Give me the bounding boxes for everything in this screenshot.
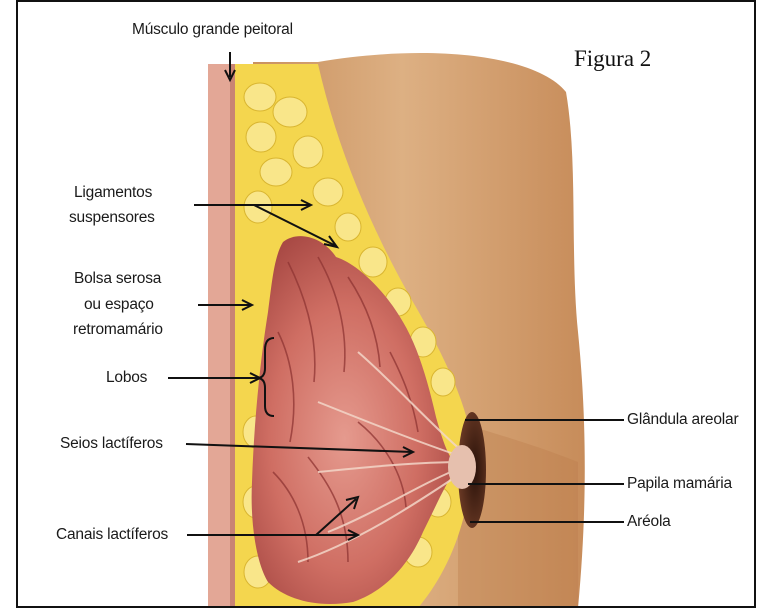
pectoral-muscle bbox=[208, 64, 232, 608]
nipple-shape bbox=[448, 445, 476, 489]
label-ligamentos-line1: Ligamentos bbox=[74, 183, 152, 203]
label-bolsa-line1: Bolsa serosa bbox=[74, 269, 161, 289]
label-glandula-areolar: Glândula areolar bbox=[627, 410, 738, 430]
label-lobos: Lobos bbox=[106, 368, 147, 388]
label-bolsa-line3: retromamário bbox=[73, 320, 163, 340]
label-areola: Aréola bbox=[627, 512, 671, 532]
label-bolsa-line2: ou espaço bbox=[84, 295, 154, 315]
label-canais-lactiferos: Canais lactíferos bbox=[56, 525, 168, 545]
label-ligamentos-line2: suspensores bbox=[69, 208, 155, 228]
label-seios-lactiferos: Seios lactíferos bbox=[60, 434, 163, 454]
figure-title: Figura 2 bbox=[574, 46, 651, 72]
label-musculo-grande-peitoral: Músculo grande peitoral bbox=[132, 20, 293, 40]
label-papila-mamaria: Papila mamária bbox=[627, 474, 732, 494]
figure-frame: Músculo grande peitoral Figura 2 Ligamen… bbox=[16, 0, 756, 608]
